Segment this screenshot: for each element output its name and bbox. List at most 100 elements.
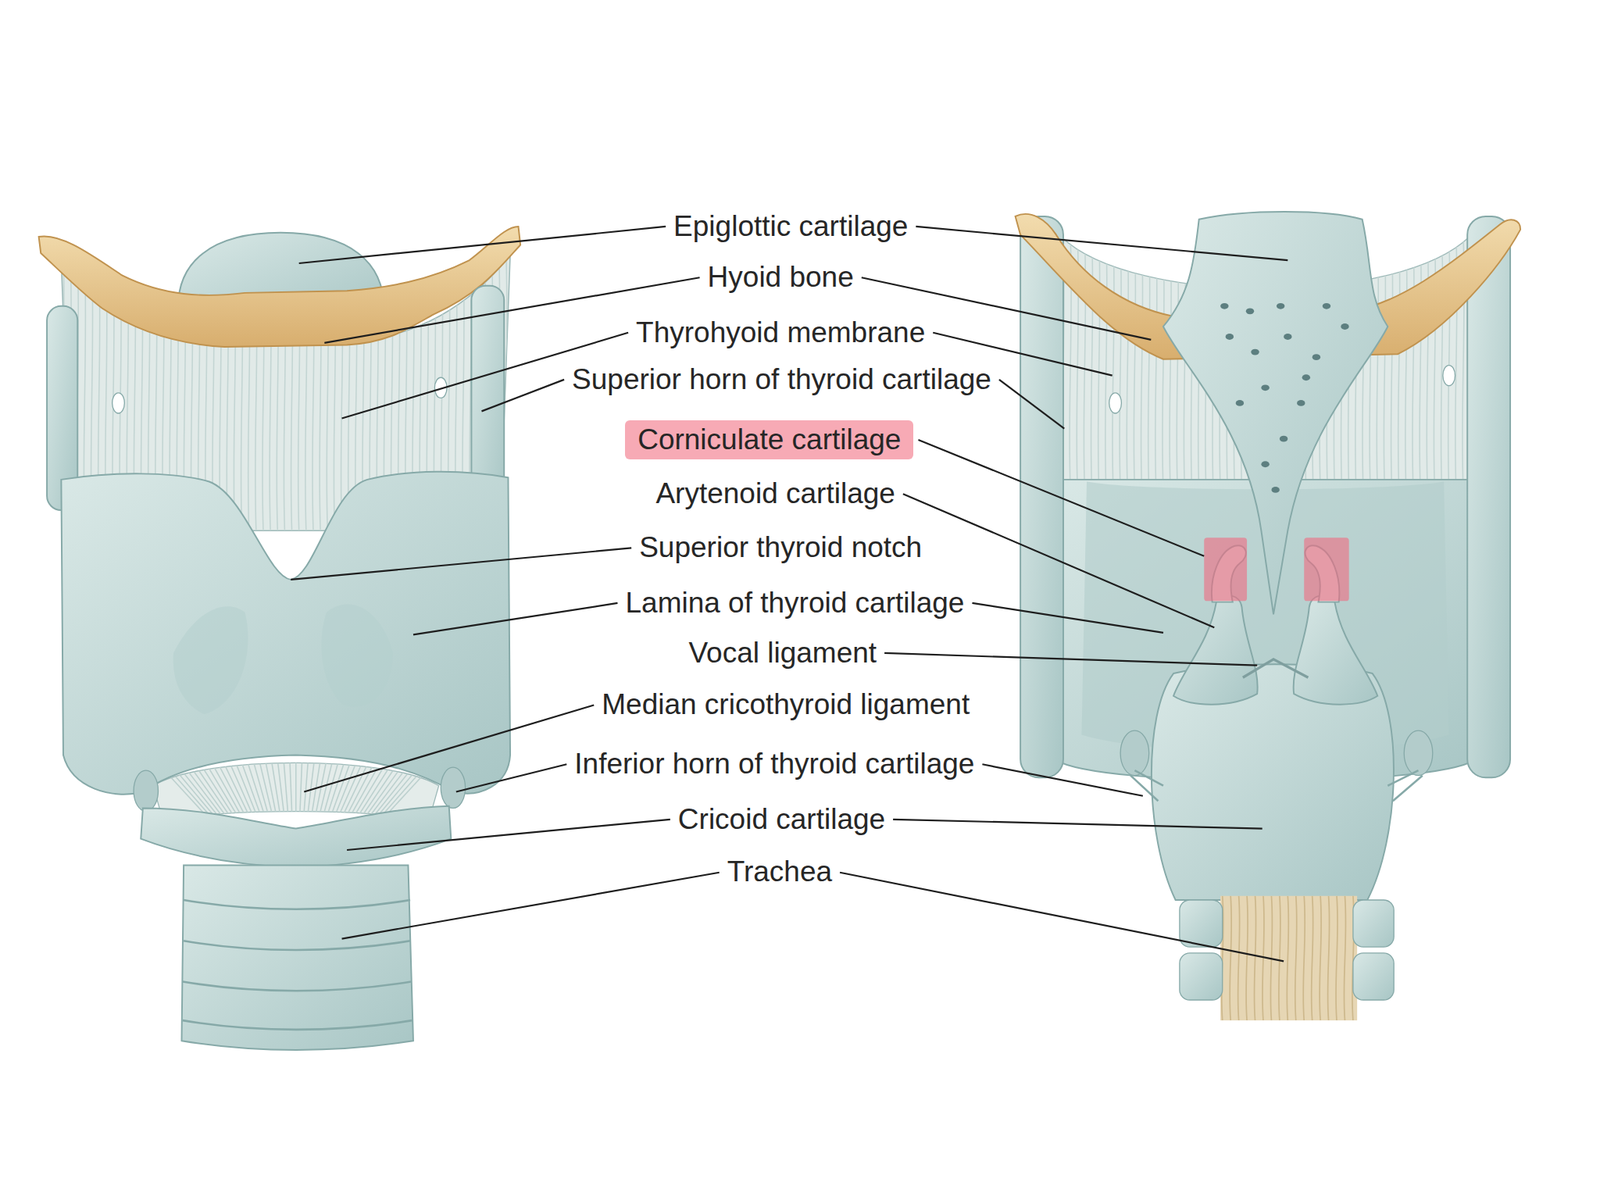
pit-dot bbox=[1322, 303, 1331, 310]
fibre-line bbox=[1105, 236, 1108, 490]
fibre-line bbox=[295, 760, 297, 822]
fibre-line bbox=[321, 760, 340, 822]
trachea-ring-end bbox=[1179, 953, 1223, 1000]
pit-dot bbox=[1276, 303, 1285, 310]
fibre-line bbox=[1376, 236, 1379, 490]
leader-line bbox=[884, 653, 1258, 666]
fibre-line bbox=[1398, 236, 1400, 490]
pit-dot bbox=[1220, 303, 1229, 310]
ligament-fibres bbox=[1130, 770, 1423, 801]
fibre-line bbox=[1311, 896, 1314, 1021]
epiglottis-pits bbox=[1220, 303, 1350, 493]
fibre-line bbox=[1112, 236, 1115, 490]
inferior-horn-shape bbox=[133, 770, 158, 811]
fibre-line bbox=[1162, 236, 1165, 490]
pit-dot bbox=[1296, 400, 1305, 407]
pit-dot bbox=[1312, 353, 1321, 361]
inferior-horn-shape bbox=[1120, 730, 1150, 775]
leader-line bbox=[982, 764, 1143, 796]
part-label: Superior horn of thyroid cartilage bbox=[568, 363, 995, 397]
fibre-line bbox=[271, 760, 282, 822]
fibre-line bbox=[283, 760, 289, 822]
leader-line bbox=[342, 872, 720, 940]
fibre-line bbox=[1383, 236, 1386, 490]
fibre-line bbox=[1278, 896, 1281, 1021]
part-label: Thyrohyoid membrane bbox=[632, 316, 929, 350]
pit-dot bbox=[1235, 400, 1244, 407]
trachea-ring bbox=[183, 900, 411, 910]
fibre-line bbox=[1253, 896, 1256, 1021]
pit-dot bbox=[1250, 349, 1259, 356]
pit-dot bbox=[1271, 486, 1279, 493]
pit-dot bbox=[1279, 435, 1288, 443]
part-label: Hyoid bone bbox=[704, 260, 858, 295]
cartilage-shading bbox=[173, 606, 249, 715]
leader-line bbox=[481, 379, 565, 411]
trachea-fibres bbox=[1221, 896, 1354, 1021]
highlight-mark bbox=[1203, 537, 1247, 601]
fibre-line bbox=[1390, 236, 1393, 490]
fibre-line bbox=[1126, 236, 1129, 490]
vocal-ligament-line bbox=[1242, 659, 1309, 679]
part-label: Median cricothyroid ligament bbox=[598, 688, 973, 722]
leader-line bbox=[303, 705, 594, 793]
trachea-ring-end bbox=[1353, 953, 1394, 1000]
leader-line bbox=[971, 603, 1164, 633]
part-label: Vocal ligament bbox=[685, 636, 880, 671]
fibre-line bbox=[343, 760, 376, 822]
foramen-hole bbox=[1442, 365, 1456, 386]
fibre-line bbox=[1295, 896, 1297, 1021]
inferior-horn-shape bbox=[1403, 730, 1433, 775]
fibre-line bbox=[1419, 236, 1422, 490]
posterior-view bbox=[1015, 211, 1522, 1021]
pit-dot bbox=[1260, 384, 1269, 391]
arytenoid-shape bbox=[1293, 595, 1379, 704]
leader-line bbox=[892, 819, 1263, 829]
leader-line bbox=[839, 872, 1284, 962]
fibre-line bbox=[1286, 896, 1289, 1021]
fibre-line bbox=[1405, 236, 1408, 490]
pit-dot bbox=[1340, 323, 1349, 330]
highlight-mark bbox=[1303, 537, 1349, 601]
leader-line bbox=[915, 226, 1288, 261]
fibre-line bbox=[240, 760, 263, 822]
fibre-line bbox=[289, 760, 293, 822]
fibre-line bbox=[1133, 236, 1136, 490]
thyroid-cartilage-shape bbox=[60, 471, 511, 795]
foramen-hole bbox=[1109, 392, 1122, 414]
part-label: Superior thyroid notch bbox=[635, 531, 925, 565]
leader-line bbox=[299, 226, 666, 264]
fibre-line bbox=[203, 760, 241, 822]
fibre-line bbox=[1262, 896, 1265, 1021]
leader-line bbox=[456, 764, 567, 792]
hyoid-bone-shape bbox=[39, 226, 521, 347]
fibre-line bbox=[299, 760, 302, 822]
part-label: Cricoid cartilage bbox=[675, 803, 889, 837]
leader-line bbox=[290, 547, 632, 579]
cricoid-cartilage-shape bbox=[140, 806, 451, 868]
trachea-ring-end bbox=[1353, 900, 1394, 947]
part-label: Lamina of thyroid cartilage bbox=[621, 586, 968, 621]
fibre-line bbox=[1119, 236, 1122, 490]
part-label: Epiglottic cartilage bbox=[670, 210, 911, 244]
fibre-line bbox=[1319, 896, 1322, 1021]
fibre-line bbox=[1090, 236, 1093, 490]
trachea-shape bbox=[181, 865, 413, 1050]
foramen-hole bbox=[112, 392, 125, 414]
fibre-line bbox=[1246, 896, 1248, 1021]
fibre-line bbox=[246, 760, 267, 822]
leader-line bbox=[346, 819, 671, 850]
fibre-line bbox=[325, 760, 345, 822]
pit-dot bbox=[1246, 307, 1254, 315]
inferior-horn-shape bbox=[440, 767, 465, 808]
fibre-line bbox=[310, 760, 322, 822]
pit-dot bbox=[1225, 333, 1234, 340]
fibre-line bbox=[1148, 236, 1150, 490]
part-label: Corniculate cartilage bbox=[625, 420, 914, 461]
fibre-line bbox=[1169, 236, 1172, 490]
leader-line bbox=[999, 379, 1065, 429]
pit-dot bbox=[1302, 374, 1311, 381]
leader-line bbox=[917, 439, 1204, 557]
